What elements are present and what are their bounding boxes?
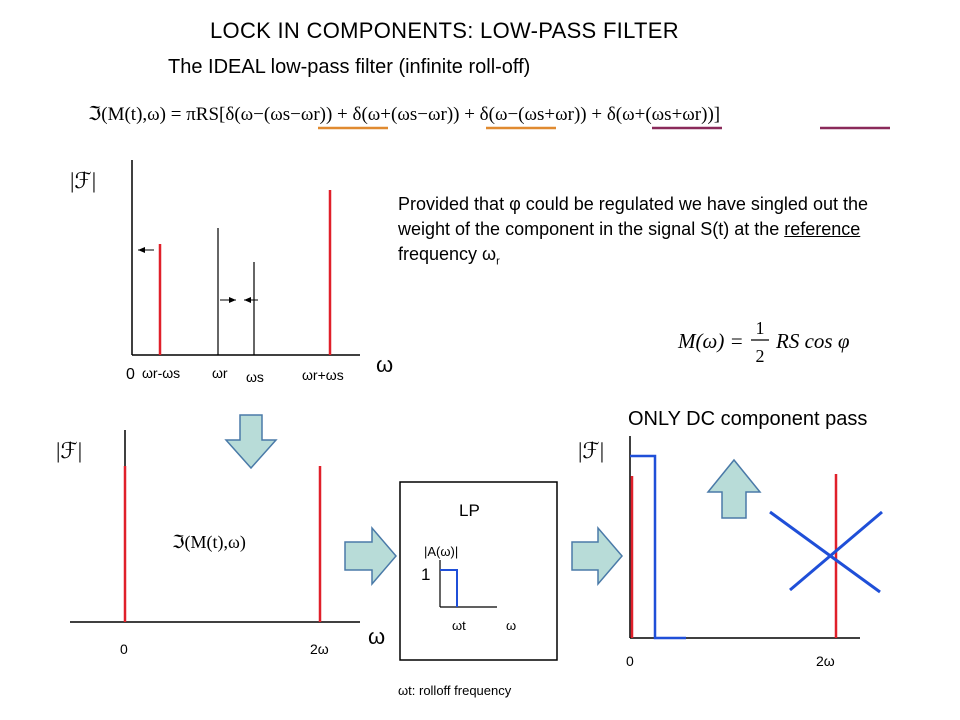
bl-plot-xlabel: ω <box>368 624 385 649</box>
page-subtitle: The IDEAL low-pass filter (infinite roll… <box>168 56 531 78</box>
top-plot-xlabel: ω <box>376 352 393 377</box>
eq-term-3: ωs+ωr <box>525 104 575 125</box>
top-tick-zero: 0 <box>126 366 135 383</box>
br-tick-2w: 2ω <box>816 653 835 669</box>
top-plot-ylabel: |ℱ| <box>70 168 96 193</box>
lp-box-title: LP <box>459 501 480 520</box>
bottom-right-spectrum-plot: |ℱ| 0 2ω <box>578 436 883 669</box>
bl-tick-zero: 0 <box>120 641 128 657</box>
br-plot-ylabel: |ℱ| <box>578 438 604 463</box>
lp-box-ylabel: |A(ω)| <box>424 544 458 559</box>
top-tick-sum: ωr+ωs <box>302 367 344 383</box>
result-denominator: 2 <box>756 346 765 366</box>
up-arrow-icon <box>706 458 762 519</box>
explanation-text: Provided that φ could be regulated we ha… <box>398 192 878 275</box>
result-equation: M(ω) = 1 2 RS cos φ <box>677 318 850 366</box>
bl-plot-ylabel: |ℱ| <box>56 438 82 463</box>
eq-term-2: ωs−ωr <box>397 104 447 125</box>
top-tick-ws: ωs <box>246 369 264 385</box>
bl-tick-2w: 2ω <box>310 641 329 657</box>
transform-label: ℑ(M(t),ω) <box>172 532 246 553</box>
br-blocked-cross-a <box>769 510 881 594</box>
br-filter-window <box>630 454 686 640</box>
br-tick-zero: 0 <box>626 653 634 669</box>
only-dc-label: ONLY DC component pass <box>628 408 868 430</box>
eq-part-0: ℑ(M(t),ω) = πRS[δ(ω−( <box>88 104 270 125</box>
eq-term-4: ωs+ωr <box>652 104 702 125</box>
br-blocked-cross-b <box>789 510 883 592</box>
explanation-reference-word: reference <box>784 219 861 239</box>
lp-box-xlabel: ω <box>506 618 516 633</box>
eq-part-2: )) + δ(ω+( <box>320 104 398 125</box>
explanation-before: Provided that φ could be regulated we ha… <box>398 194 868 239</box>
rolloff-note: ωt: rolloff frequency <box>398 683 512 698</box>
lp-filter-box: LP |A(ω)| 1 ωt ω <box>399 481 558 661</box>
result-rhs: RS cos φ <box>775 329 850 353</box>
eq-part-4: )) + δ(ω−( <box>447 104 525 125</box>
explanation-after: frequency ω <box>398 244 497 264</box>
top-equation-text: ℑ(M(t),ω) = πRS[δ(ω−(ωs−ωr)) + δ(ω+(ωs−ω… <box>88 104 720 125</box>
lp-box-cutoff: ωt <box>452 618 466 633</box>
eq-part-8: ))] <box>701 104 720 125</box>
lp-response-curve <box>440 569 458 607</box>
explanation-subscript: r <box>496 255 500 268</box>
result-numerator: 1 <box>756 318 765 338</box>
result-lhs: M(ω) = <box>677 329 744 353</box>
down-arrow-icon <box>224 414 278 470</box>
top-tick-diff: ωr-ωs <box>142 365 180 381</box>
eq-part-6: )) + δ(ω+( <box>574 104 652 125</box>
bottom-left-spectrum-plot: |ℱ| 0 2ω ω ℑ(M(t),ω) <box>56 430 385 657</box>
page-title: LOCK IN COMPONENTS: LOW-PASS FILTER <box>210 18 679 43</box>
right-arrow-icon-1 <box>344 525 397 587</box>
top-tick-wr: ωr <box>212 365 228 381</box>
eq-term-1: ωs−ωr <box>270 104 320 125</box>
top-spectrum-plot: |ℱ| 0 ωr-ωs ωr ωs ωr+ωs ω <box>70 160 393 385</box>
lp-box-frame <box>399 481 558 661</box>
lp-box-level: 1 <box>421 565 430 584</box>
right-arrow-icon-2 <box>571 525 623 587</box>
top-equation: ℑ(M(t),ω) = πRS[δ(ω−(ωs−ωr)) + δ(ω+(ωs−ω… <box>88 104 890 130</box>
